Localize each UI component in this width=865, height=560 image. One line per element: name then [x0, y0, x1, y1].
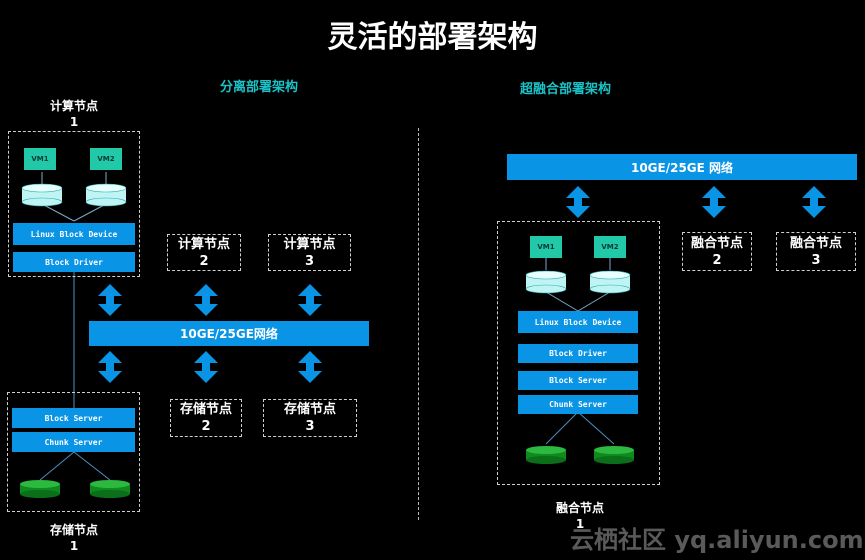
hyperconverged-architecture-subtitle: 超融合部署架构 — [520, 82, 612, 97]
fused-node-2-box: 融合节点 2 — [682, 232, 752, 271]
disk2-link-line — [73, 203, 107, 222]
disk1-link-line — [41, 203, 75, 222]
compute-node-2-number: 2 — [199, 253, 209, 269]
fused-node-3-number: 3 — [811, 252, 821, 268]
arrow-network-fused3 — [802, 186, 826, 218]
storage-node-2-name: 存储节点 — [179, 402, 232, 417]
fused-chunk-server-bar: Chunk Server — [518, 395, 638, 414]
storage-node-1-label: 存储节点 1 — [49, 523, 98, 553]
fused-node-3-box: 融合节点 3 — [776, 232, 856, 271]
compute-node-1-label: 计算节点 1 — [49, 99, 98, 129]
storage-node-3-number: 3 — [305, 419, 315, 434]
storage-node-3-box: 存储节点 3 — [263, 399, 357, 437]
chunk-server-bar: Chunk Server — [12, 432, 135, 452]
arrow-network-fused2 — [702, 186, 726, 218]
fused-block-driver-bar: Block Driver — [518, 344, 638, 363]
fused-node-1-box — [497, 221, 660, 485]
fused-physical-disk-2 — [594, 446, 634, 464]
compute-node-3-box: 计算节点 3 — [268, 234, 351, 271]
network-bar-left: 10GE/25GE网络 — [89, 321, 369, 346]
separated-architecture-subtitle: 分离部署架构 — [220, 80, 299, 95]
block-server-bar: Block Server — [12, 408, 135, 428]
vm2-block: VM2 — [90, 148, 122, 170]
compute-node-3-number: 3 — [304, 253, 315, 269]
storage-node-2-box: 存储节点 2 — [170, 399, 242, 437]
fused-virtual-disk-1 — [525, 270, 567, 294]
physical-disk-2 — [90, 480, 130, 498]
arrow-compute2-network — [194, 284, 218, 316]
block-driver-bar: Block Driver — [13, 252, 135, 272]
arrow-network-storage2 — [194, 351, 218, 383]
fused-block-server-bar: Block Server — [518, 371, 638, 390]
virtual-disk-2 — [85, 183, 127, 207]
virtual-disk-1 — [21, 183, 63, 207]
storage-node-1-box — [7, 392, 140, 512]
watermark: 云栖社区 yq.aliyun.com — [570, 526, 864, 554]
arrow-network-storage1 — [98, 351, 122, 383]
arrow-network-fused1 — [566, 186, 590, 218]
fused-physical-disk-1 — [526, 446, 566, 464]
physical-disk-1 — [20, 480, 60, 498]
arrow-compute3-network — [298, 284, 322, 316]
arrow-network-storage3 — [298, 351, 322, 383]
compute-node-1-box — [8, 131, 140, 277]
fused-node-3-name: 融合节点 — [789, 235, 842, 251]
linux-block-device-bar: Linux Block Device — [13, 223, 135, 245]
fused-virtual-disk-2 — [589, 270, 631, 294]
compute-node-3-name: 计算节点 — [283, 236, 336, 252]
fused-node-2-name: 融合节点 — [690, 235, 743, 251]
page-title: 灵活的部署架构 — [327, 20, 538, 55]
arrow-compute1-network — [98, 284, 122, 316]
compute-node-2-box: 计算节点 2 — [167, 234, 241, 271]
fused-vm2-block: VM2 — [594, 236, 626, 258]
fused-node-1-label: 融合节点 1 — [555, 501, 604, 531]
fused-node-2-number: 2 — [712, 252, 722, 268]
network-bar-right: 10GE/25GE 网络 — [507, 154, 857, 180]
compute-node-2-name: 计算节点 — [177, 236, 230, 252]
fused-vm1-block: VM1 — [530, 236, 562, 258]
vm1-block: VM1 — [24, 148, 56, 170]
storage-node-2-number: 2 — [201, 419, 211, 434]
storage-node-3-name: 存储节点 — [283, 402, 336, 417]
fused-linux-block-device-bar: Linux Block Device — [518, 311, 638, 333]
section-divider — [418, 128, 419, 520]
